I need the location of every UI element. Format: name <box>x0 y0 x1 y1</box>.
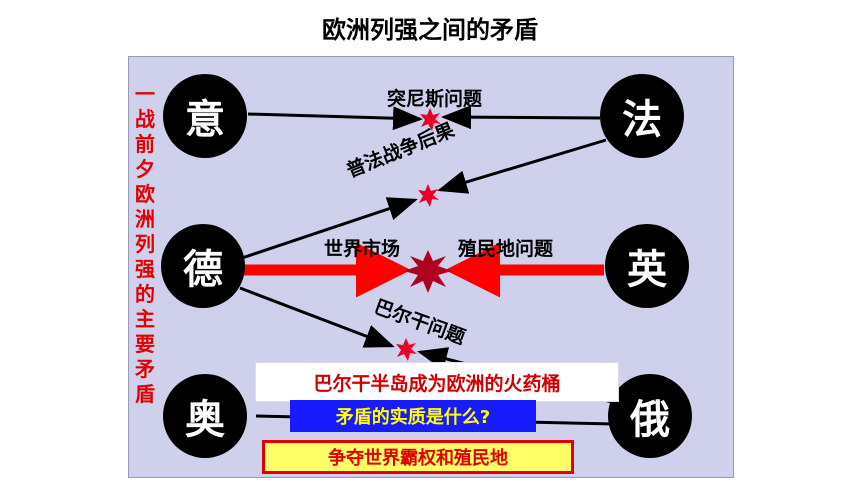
label-tunisia: 突尼斯问题 <box>387 88 483 110</box>
sidebar-char: 夕 <box>135 157 155 181</box>
sidebar-char: 矛 <box>135 357 155 381</box>
arrow-italy-tunisia <box>247 106 423 131</box>
label-world-market: 世界市场 <box>324 238 401 260</box>
arrow-germany-francoprussian <box>241 197 418 260</box>
callout-question: 矛盾的实质是什么? <box>290 400 536 432</box>
burst-tunisia <box>420 108 441 131</box>
node-italy: 意 <box>163 74 247 158</box>
sidebar-char: 强 <box>135 257 155 281</box>
arrow-france-francoprussian <box>437 138 607 194</box>
arrow-france-tunisia <box>441 105 601 130</box>
burst-center <box>404 250 452 293</box>
sidebar-char: 洲 <box>135 207 155 231</box>
sidebar-char: 主 <box>135 307 155 331</box>
sidebar-char: 要 <box>135 332 155 356</box>
sidebar-char: 战 <box>135 107 155 131</box>
sidebar-char: 盾 <box>135 382 155 406</box>
burst-francoprussian <box>418 184 439 207</box>
sidebar-char: 列 <box>135 232 155 256</box>
callout-powder-keg: 巴尔干半岛成为欧洲的火药桶 <box>255 362 619 402</box>
sidebar-char: 的 <box>135 282 155 306</box>
burst-balkans <box>396 338 417 361</box>
sidebar-vertical-title: 一 战 前 夕 欧 洲 列 强 的 主 要 矛 盾 <box>132 82 158 407</box>
node-germany: 德 <box>161 224 245 308</box>
callout-answer: 争夺世界霸权和殖民地 <box>262 440 574 474</box>
sidebar-char: 前 <box>135 132 155 156</box>
page-title: 欧洲列强之间的矛盾 <box>322 16 538 44</box>
label-colonies: 殖民地问题 <box>458 238 554 260</box>
node-austria: 奥 <box>163 374 247 458</box>
node-russia: 俄 <box>608 374 692 458</box>
arrow-germany-balkans <box>239 286 395 348</box>
sidebar-char: 欧 <box>135 182 155 206</box>
sidebar-char: 一 <box>135 82 155 106</box>
node-britain: 英 <box>605 224 689 308</box>
node-france: 法 <box>600 74 684 158</box>
